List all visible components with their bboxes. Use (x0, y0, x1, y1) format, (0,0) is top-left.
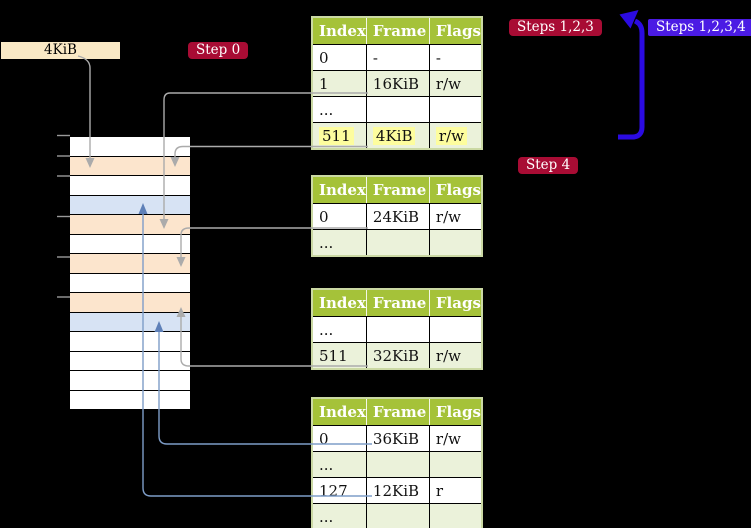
table-header-row: Index Frame Flags (312, 176, 482, 204)
highlighted-cell: 511 (319, 126, 354, 145)
memory-row-peach (70, 254, 190, 274)
column-header-flags: Flags (429, 289, 482, 317)
memory-row-white (70, 390, 190, 410)
table-row: 127 12KiB r (311, 477, 483, 504)
memory-row-peach (70, 156, 190, 176)
page-table-1: Index Frame Flags 0 - - 1 16KiB r/w ... … (311, 16, 483, 150)
badge-steps-1-2-3: Steps 1,2,3 (509, 19, 602, 36)
column-header-flags: Flags (429, 398, 482, 426)
memory-row-blue (70, 312, 190, 332)
page-table-2: Index Frame Flags 0 24KiB r/w ... (311, 175, 483, 257)
memory-row-white (70, 137, 190, 157)
table-row: ... (311, 229, 483, 257)
table-row: ... (311, 451, 483, 478)
memory-column (70, 136, 190, 410)
column-header-frame: Frame (366, 17, 430, 45)
memory-row-white (70, 332, 190, 352)
memory-row-white (70, 273, 190, 293)
memory-row-peach (70, 215, 190, 235)
table-row: 1 16KiB r/w (311, 70, 483, 97)
memory-row-peach (70, 293, 190, 313)
badge-step-4: Step 4 (518, 157, 579, 174)
table-row: 0 36KiB r/w (311, 425, 483, 452)
column-header-flags: Flags (429, 176, 482, 204)
translation-walk-arrow (618, 10, 645, 140)
column-header-frame: Frame (366, 289, 430, 317)
table-row: 0 24KiB r/w (311, 203, 483, 230)
column-header-frame: Frame (366, 398, 430, 426)
memory-row-blue (70, 195, 190, 215)
memory-row-white (70, 234, 190, 254)
highlighted-cell: 4KiB (372, 126, 416, 145)
frame-size-label: 4KiB (1, 42, 120, 59)
table-header-row: Index Frame Flags (312, 289, 482, 317)
memory-row-white (70, 351, 190, 371)
table-header-row: Index Frame Flags (312, 17, 482, 45)
table-row-highlighted: 511 4KiB r/w (311, 122, 483, 150)
column-header-index: Index (312, 17, 367, 45)
badge-steps-1-2-3-4: Steps 1,2,3,4 (648, 19, 751, 36)
column-header-index: Index (312, 176, 367, 204)
table-row: ... (311, 96, 483, 123)
table-row: 0 - - (311, 44, 483, 71)
table-row: ... (311, 503, 483, 528)
column-header-index: Index (312, 398, 367, 426)
memory-row-white (70, 176, 190, 196)
table-row: 511 32KiB r/w (311, 342, 483, 370)
highlighted-cell: r/w (435, 126, 467, 145)
column-header-flags: Flags (429, 17, 482, 45)
page-table-3: Index Frame Flags ... 511 32KiB r/w (311, 288, 483, 370)
arrowhead-up-left-icon (619, 10, 639, 29)
table-row: ... (311, 316, 483, 343)
table-header-row: Index Frame Flags (312, 398, 482, 426)
badge-step-0: Step 0 (188, 42, 249, 59)
memory-row-white (70, 371, 190, 391)
column-header-index: Index (312, 289, 367, 317)
memory-boundary-ticks (57, 134, 70, 298)
page-table-4: Index Frame Flags 0 36KiB r/w ... 127 12… (311, 397, 483, 528)
column-header-frame: Frame (366, 176, 430, 204)
